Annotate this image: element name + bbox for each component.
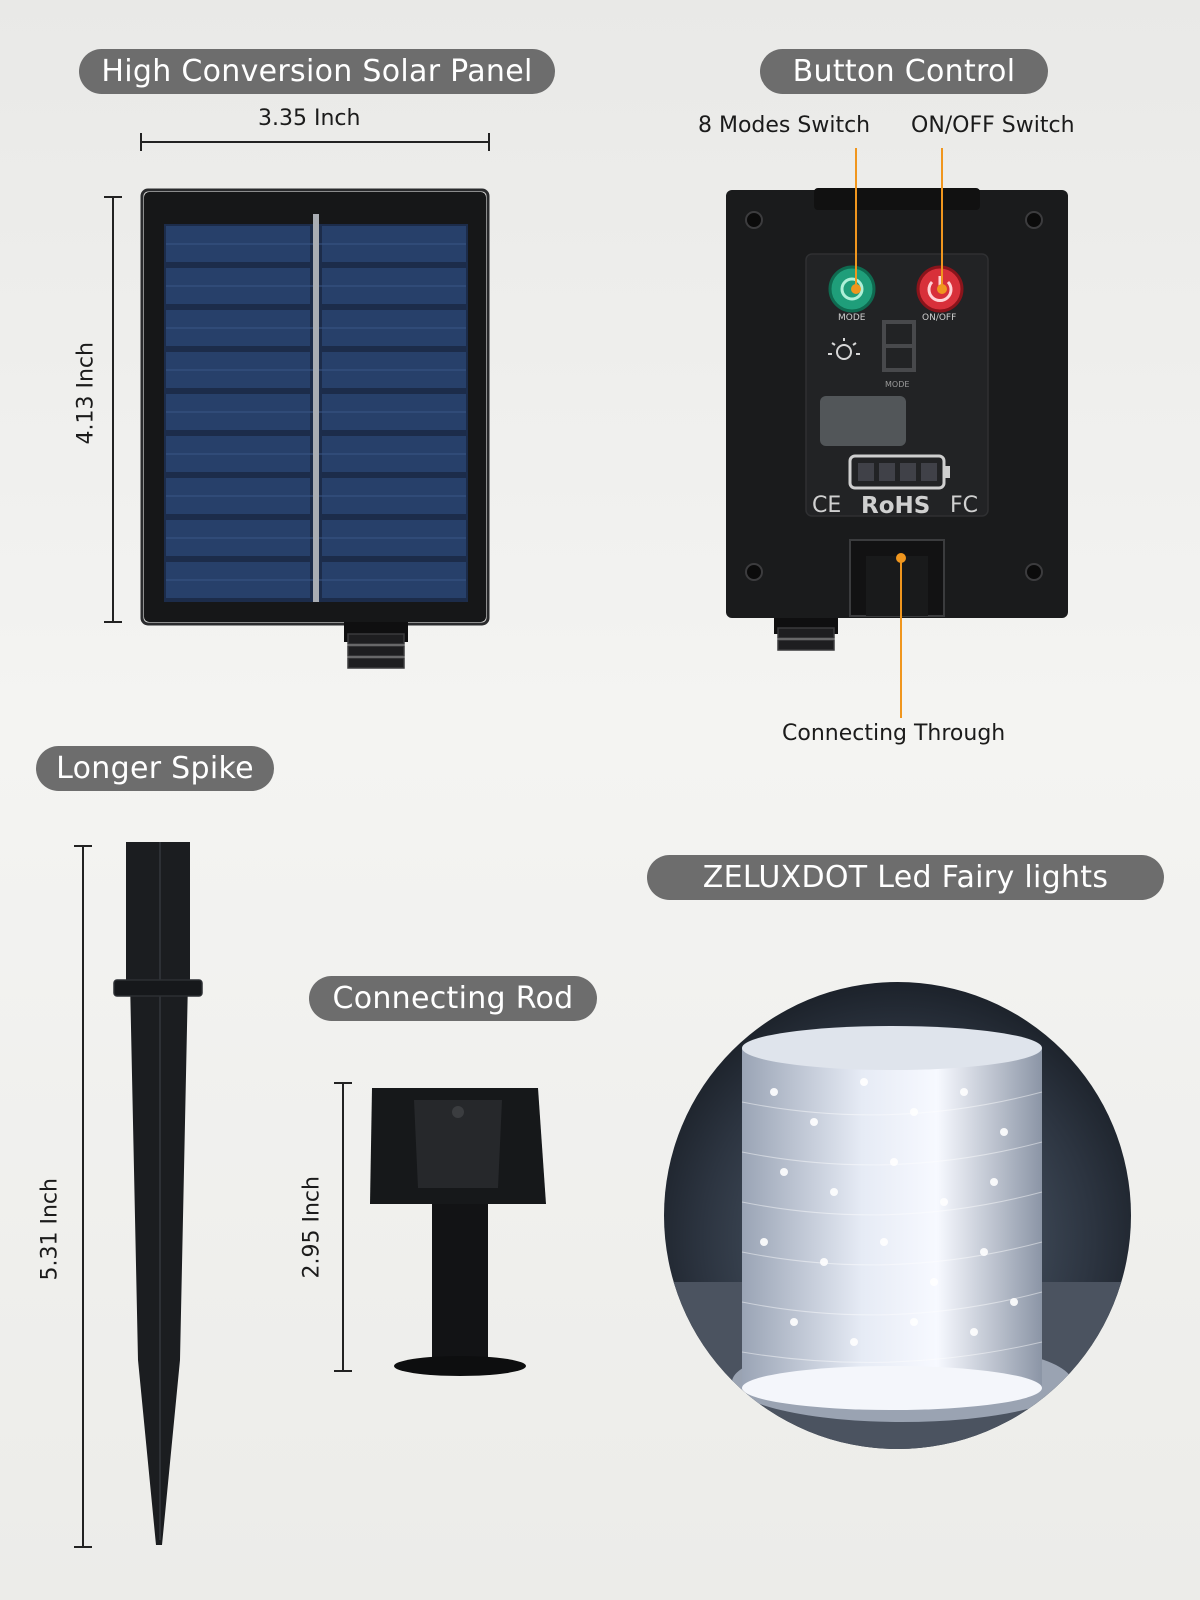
solar-panel-width-label: 3.35 Inch bbox=[258, 106, 361, 131]
seven-segment-display bbox=[882, 320, 916, 372]
solar-panel-title: High Conversion Solar Panel bbox=[79, 49, 555, 94]
cert-fc: FC bbox=[950, 493, 979, 518]
battery-icon bbox=[848, 454, 950, 490]
connecting-rod-image bbox=[370, 1088, 546, 1376]
modes-switch-callout: 8 Modes Switch bbox=[698, 113, 871, 138]
brightness-icon bbox=[828, 338, 860, 360]
display-caption: MODE bbox=[885, 380, 910, 389]
solar-panel-image bbox=[140, 188, 490, 669]
fairy-lights-image bbox=[664, 982, 1131, 1449]
lcd-window bbox=[820, 396, 906, 446]
cert-rohs: RoHS bbox=[861, 493, 931, 519]
connecting-rod-title: Connecting Rod bbox=[309, 976, 597, 1021]
connecting-through-callout: Connecting Through bbox=[782, 721, 1006, 746]
rod-height-label: 2.95 Inch bbox=[299, 1176, 325, 1279]
solar-panel-width-dimension bbox=[140, 133, 490, 151]
fairy-lights-title: ZELUXDOT Led Fairy lights bbox=[647, 855, 1164, 900]
longer-spike-title: Longer Spike bbox=[36, 746, 274, 791]
control-box-image bbox=[726, 188, 1068, 651]
button-control-title: Button Control bbox=[760, 49, 1048, 94]
spike-image bbox=[113, 842, 203, 1545]
spike-height-label: 5.31 Inch bbox=[37, 1178, 63, 1281]
mode-button-caption: MODE bbox=[838, 313, 866, 323]
solar-panel-height-dimension bbox=[104, 196, 122, 623]
rod-height-dimension bbox=[334, 1082, 352, 1372]
onoff-button-caption: ON/OFF bbox=[922, 313, 957, 323]
cert-ce: CE bbox=[812, 493, 842, 518]
spike-height-dimension bbox=[74, 845, 92, 1548]
onoff-switch-callout: ON/OFF Switch bbox=[911, 113, 1075, 138]
